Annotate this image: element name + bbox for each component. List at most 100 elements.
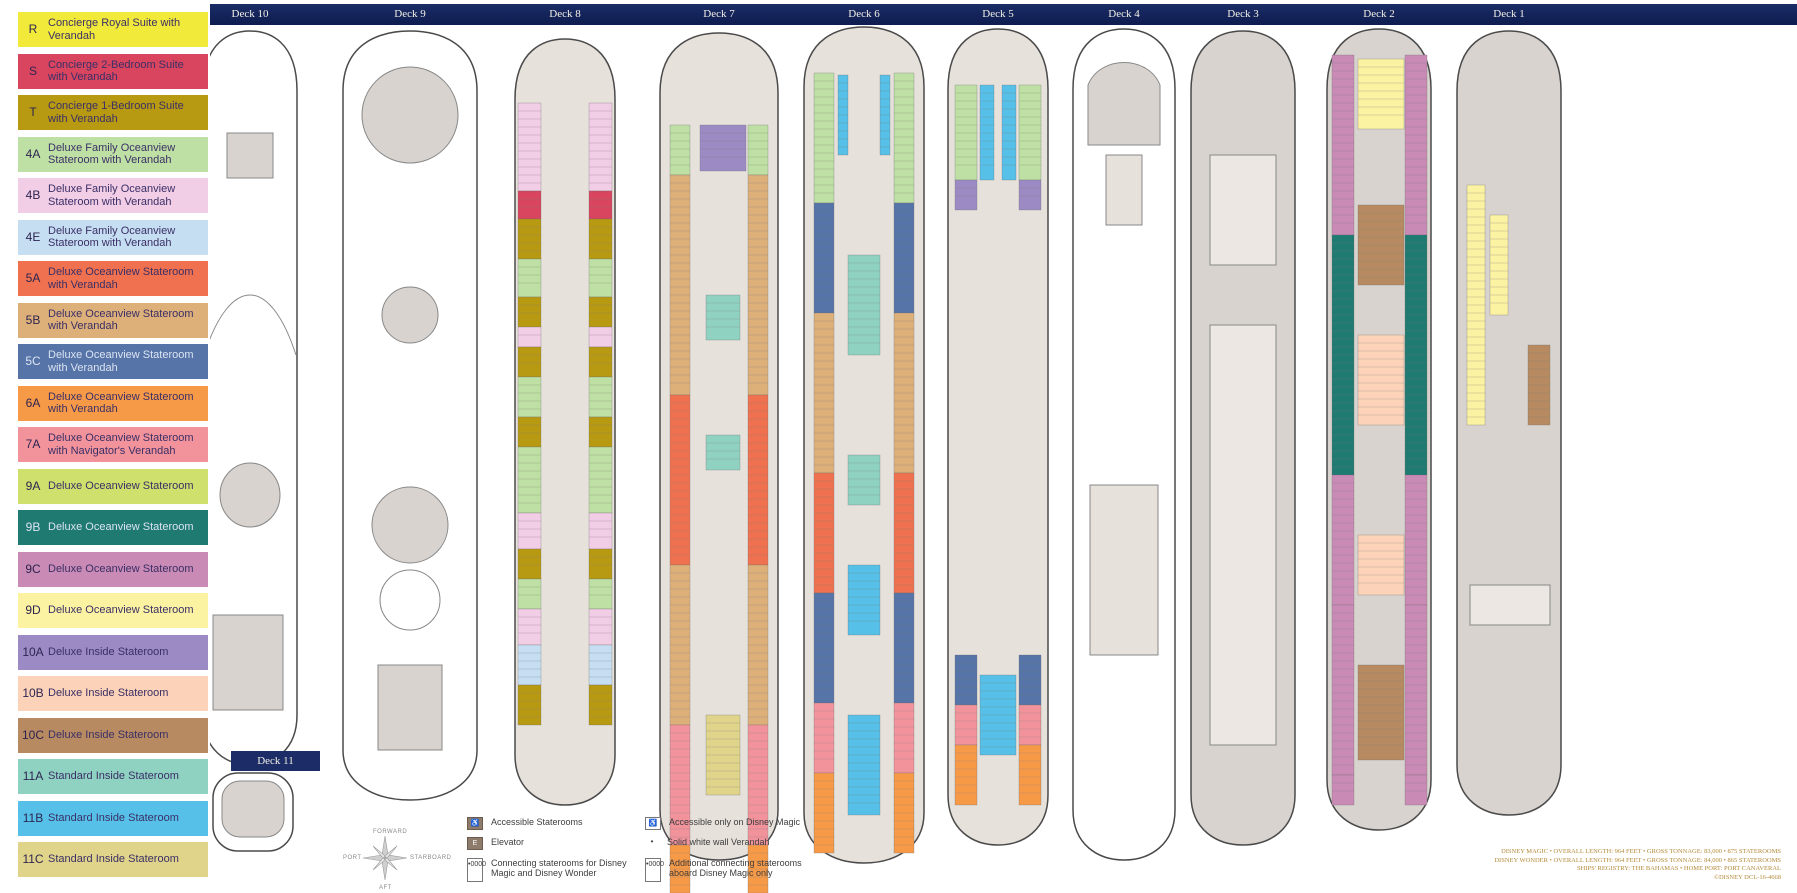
deck-8-staterooms [588, 346, 613, 378]
ship-info-line: DISNEY WONDER • OVERALL LENGTH: 964 FEET… [1494, 856, 1781, 864]
deck-9-structure [361, 66, 459, 164]
deck-8-staterooms [517, 578, 542, 610]
deck-5-staterooms [1018, 704, 1042, 746]
legend-label: Concierge 1-Bedroom Suite with Verandah [48, 100, 184, 125]
legend-code: 5C [25, 354, 41, 369]
deck-8-staterooms [588, 416, 613, 448]
deck-6-staterooms [893, 472, 915, 594]
deck-8-staterooms [588, 218, 613, 260]
deck-6-staterooms [813, 72, 835, 204]
legend-code: 4A [25, 146, 41, 161]
deck-title-deck-9: Deck 9 [394, 8, 426, 20]
key-solid-wall-label: Solid white wall Verandah [667, 837, 770, 847]
key-elevator-label: Elevator [491, 837, 525, 847]
deck-8-staterooms [517, 258, 542, 298]
deck-10-structure [219, 462, 281, 528]
legend-code: 5B [25, 312, 41, 327]
deck-6-staterooms [893, 702, 915, 774]
map-key: ♿ Accessible Staterooms E Elevator •0000… [465, 815, 825, 893]
deck-title-deck-7: Deck 7 [703, 8, 735, 20]
legend-code: 6A [25, 395, 41, 410]
deck-6-staterooms [893, 202, 915, 314]
legend-label: Deluxe Oceanview Stateroom with Verandah [48, 307, 194, 333]
deck-7-staterooms [705, 434, 741, 471]
deck-5-staterooms [1018, 179, 1042, 211]
deck-1-structure [1469, 584, 1551, 626]
deck-8-staterooms [517, 376, 542, 418]
deck-2-staterooms [1404, 54, 1428, 236]
deck-5-staterooms [1018, 654, 1042, 706]
key-solid-wall: • Solid white wall Verandah [645, 837, 770, 847]
deck-8-staterooms [588, 376, 613, 418]
deck-7-staterooms [747, 394, 769, 566]
deck-8-staterooms [517, 644, 542, 686]
connecting-icon: •0000 [467, 858, 486, 882]
deck-8-staterooms [517, 416, 542, 448]
deck-6-staterooms [847, 564, 881, 636]
ship-info: DISNEY MAGIC • OVERALL LENGTH: 964 FEET … [1494, 848, 1781, 882]
deck-2-staterooms [1331, 54, 1355, 236]
deck-2-staterooms [1404, 774, 1428, 806]
legend-label: Deluxe Oceanview Stateroom with Verandah [48, 349, 194, 374]
deck-title-deck-5: Deck 5 [982, 8, 1014, 20]
deck-2-staterooms [1357, 664, 1405, 761]
legend-code: 9B [25, 520, 41, 535]
deck-5-staterooms [979, 84, 995, 181]
deck-2-staterooms [1357, 534, 1405, 596]
dot-icon: • [650, 837, 654, 846]
deck-7-staterooms [747, 174, 769, 396]
deck-9-structure [379, 569, 441, 631]
legend-code: 10C [21, 727, 44, 742]
deck-8-staterooms [588, 190, 613, 220]
deck-8-staterooms [588, 578, 613, 610]
deck-2-staterooms [1357, 58, 1405, 130]
deck-8-staterooms [588, 326, 613, 348]
deck-8-staterooms [517, 548, 542, 580]
deck-2-staterooms [1331, 474, 1355, 606]
deck-2-staterooms [1331, 774, 1355, 806]
deck-7-staterooms [747, 124, 769, 176]
deck-6-staterooms [847, 254, 881, 356]
accessible-icon: ♿ [467, 817, 483, 830]
deck-5-staterooms [954, 179, 978, 211]
deck-8-staterooms [517, 326, 542, 348]
deck-7-staterooms [699, 124, 747, 172]
deck-title-deck-2: Deck 2 [1363, 8, 1395, 20]
deck-6-staterooms [847, 454, 881, 506]
key-accessible-label: Accessible Staterooms [491, 817, 583, 827]
deck-7-staterooms [705, 294, 741, 341]
key-additional-connecting-label: Additional connecting staterooms aboard … [669, 858, 802, 878]
deck-7-staterooms [669, 124, 691, 176]
ship-info-line: DISNEY MAGIC • OVERALL LENGTH: 964 FEET … [1501, 848, 1781, 855]
deck-9-structure [377, 664, 443, 751]
legend-code: 10A [22, 644, 44, 659]
deck-8-staterooms [517, 608, 542, 646]
ship-info-line: SHIPS' REGISTRY: THE BAHAMAS • HOME PORT… [1576, 865, 1781, 872]
deck-8-staterooms [517, 296, 542, 328]
deck-2-staterooms [1404, 604, 1428, 776]
deck-2-staterooms [1331, 604, 1355, 776]
deck-title-deck-1: Deck 1 [1493, 8, 1525, 20]
deck-8-staterooms [588, 512, 613, 550]
key-connecting-label: Connecting staterooms for Disney Magic a… [491, 858, 627, 878]
deck-7-staterooms [669, 174, 691, 396]
deck-8-staterooms [588, 102, 613, 192]
deck-9-structure [371, 486, 449, 564]
legend-code: 4E [25, 229, 41, 244]
deck-10-structure [212, 614, 284, 711]
deck-title-deck-10: Deck 10 [231, 8, 269, 20]
legend-label: Standard Inside Stateroom [48, 770, 179, 783]
deck-8-staterooms [517, 346, 542, 378]
deck-4-outline [1072, 28, 1176, 861]
deck-8-staterooms [517, 512, 542, 550]
